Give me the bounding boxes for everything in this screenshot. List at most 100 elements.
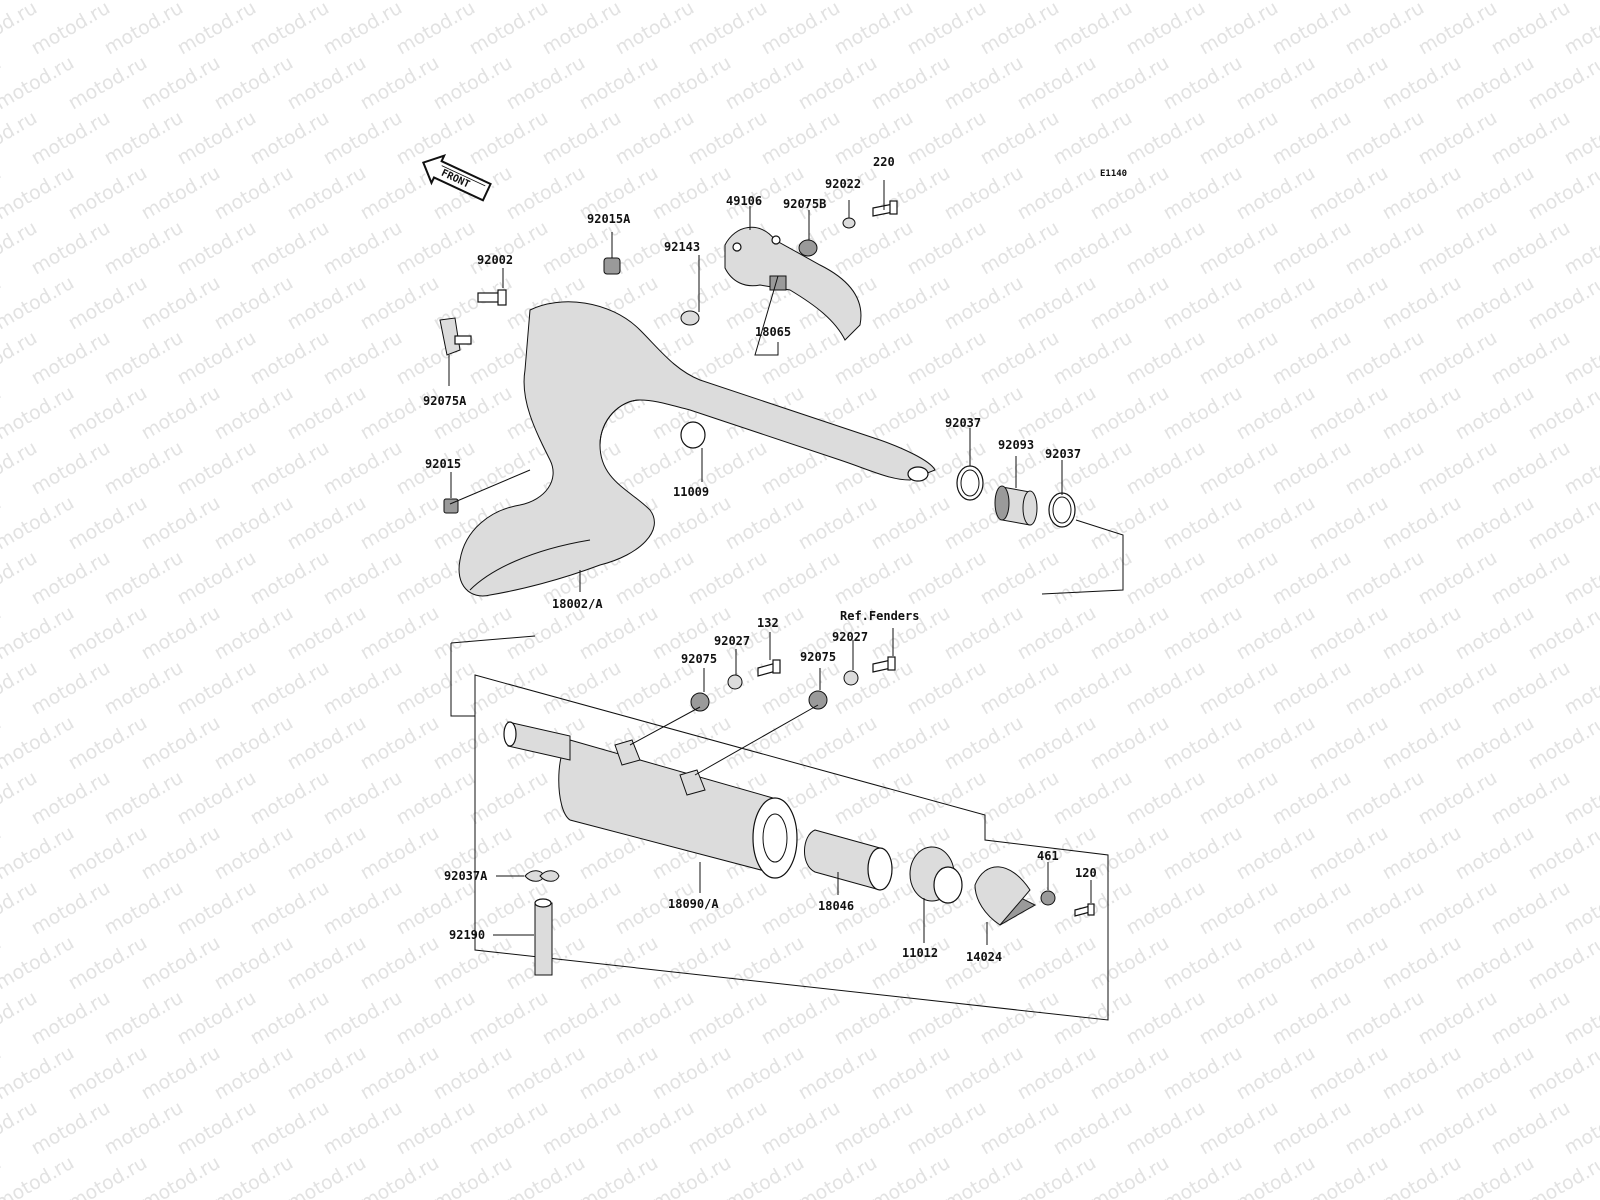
watermark-text: motod.ru: [1196, 1097, 1282, 1160]
watermark-text: motod.ru: [1525, 712, 1600, 775]
watermark-text: motod.ru: [393, 1097, 479, 1160]
washer-92027-right: [843, 670, 859, 686]
watermark-text: motod.ru: [174, 657, 260, 720]
watermark-text: motod.ru: [1525, 382, 1600, 445]
watermark-text: motod.ru: [941, 52, 1027, 115]
heat-guard-part: [724, 226, 862, 341]
watermark-text: motod.ru: [1160, 0, 1246, 4]
watermark-text: motod.ru: [357, 272, 443, 335]
bolt-220: [872, 200, 898, 217]
callout-92190: 92190: [449, 928, 485, 942]
watermark-text: motod.ru: [977, 987, 1063, 1050]
watermark-text: motod.ru: [1415, 437, 1501, 500]
watermark-text: motod.ru: [1379, 1152, 1465, 1200]
watermark-text: motod.ru: [831, 0, 917, 59]
watermark-text: motod.ru: [0, 492, 78, 555]
watermark-text: motod.ru: [977, 327, 1063, 390]
watermark-text: motod.ru: [0, 712, 78, 775]
watermark-text: motod.ru: [0, 272, 78, 335]
watermark-text: motod.ru: [649, 52, 735, 115]
watermark-text: motod.ru: [174, 0, 260, 59]
watermark-text: motod.ru: [101, 107, 187, 170]
watermark-text: motod.ru: [466, 987, 552, 1050]
watermark-text: motod.ru: [1050, 657, 1136, 720]
watermark-text: motod.ru: [284, 602, 370, 665]
callout-92143: 92143: [664, 240, 700, 254]
watermark-text: motod.ru: [1306, 382, 1392, 445]
watermark-text: motod.ru: [1269, 547, 1355, 610]
watermark-text: motod.ru: [247, 0, 333, 59]
watermark-text: motod.ru: [795, 0, 881, 4]
watermark-text: motod.ru: [722, 1042, 808, 1105]
callout-120: 120: [1075, 866, 1097, 880]
watermark-text: motod.ru: [357, 1042, 443, 1105]
watermark-text: motod.ru: [1452, 0, 1538, 4]
watermark-text: motod.ru: [430, 52, 516, 115]
watermark-text: motod.ru: [1269, 107, 1355, 170]
watermark-text: motod.ru: [831, 987, 917, 1050]
watermark-text: motod.ru: [1342, 0, 1428, 59]
watermark-text: motod.ru: [1196, 107, 1282, 170]
clamp-92037-right: [1048, 492, 1076, 528]
watermark-text: motod.ru: [649, 0, 735, 4]
watermark-text: motod.ru: [795, 162, 881, 225]
watermark-text: motod.ru: [1123, 107, 1209, 170]
watermark-text: motod.ru: [1160, 602, 1246, 665]
watermark-text: motod.ru: [1379, 382, 1465, 445]
watermark-text: motod.ru: [320, 107, 406, 170]
watermark-text: motod.ru: [1488, 0, 1574, 59]
watermark-text: motod.ru: [539, 657, 625, 720]
watermark-text: motod.ru: [649, 492, 735, 555]
watermark-text: motod.ru: [357, 1152, 443, 1200]
watermark-text: motod.ru: [977, 217, 1063, 280]
watermark-text: motod.ru: [1087, 602, 1173, 665]
watermark-text: motod.ru: [28, 547, 114, 610]
watermark-text: motod.ru: [1160, 712, 1246, 775]
watermark-text: motod.ru: [1525, 822, 1600, 885]
bolt-120: [1074, 903, 1095, 917]
watermark-text: motod.ru: [28, 217, 114, 280]
watermark-text: motod.ru: [1379, 0, 1465, 4]
watermark-text: motod.ru: [174, 1097, 260, 1160]
watermark-text: motod.ru: [430, 1042, 516, 1105]
watermark-text: motod.ru: [284, 1152, 370, 1200]
watermark-text: motod.ru: [1415, 547, 1501, 610]
callout-92027-right: 92027: [832, 630, 868, 644]
watermark-text: motod.ru: [284, 52, 370, 115]
watermark-text: motod.ru: [941, 712, 1027, 775]
watermark-text: motod.ru: [1087, 822, 1173, 885]
watermark-text: motod.ru: [284, 382, 370, 445]
watermark-text: motod.ru: [612, 987, 698, 1050]
callout-11012: 11012: [902, 946, 938, 960]
clamp-92037-left: [956, 465, 984, 501]
watermark-text: motod.ru: [1452, 162, 1538, 225]
watermark-text: motod.ru: [247, 657, 333, 720]
callout-labels: 220 92022 92075B 49106 92015A 92002 9214…: [423, 155, 1097, 964]
watermark-text: motod.ru: [1452, 822, 1538, 885]
watermark-text: motod.ru: [1379, 932, 1465, 995]
watermark-text: motod.ru: [1014, 162, 1100, 225]
watermark-text: motod.ru: [1050, 0, 1136, 59]
watermark-text: motod.ru: [941, 382, 1027, 445]
watermark-text: motod.ru: [1014, 382, 1100, 445]
watermark-text: motod.ru: [1415, 657, 1501, 720]
watermark-text: motod.ru: [503, 1152, 589, 1200]
watermark-text: motod.ru: [284, 822, 370, 885]
watermark-text: motod.ru: [1452, 712, 1538, 775]
watermark-text: motod.ru: [393, 987, 479, 1050]
watermark-text: motod.ru: [1525, 1042, 1600, 1105]
watermark-text: motod.ru: [284, 0, 370, 4]
callout-92093: 92093: [998, 438, 1034, 452]
watermark-text: motod.ru: [65, 1042, 151, 1105]
watermark-text: motod.ru: [101, 547, 187, 610]
watermark-text: motod.ru: [539, 987, 625, 1050]
watermark-text: motod.ru: [576, 0, 662, 4]
watermark-text: motod.ru: [722, 492, 808, 555]
watermark-text: motod.ru: [758, 107, 844, 170]
callout-132: 132: [757, 616, 779, 630]
watermark-text: motod.ru: [1233, 602, 1319, 665]
watermark-text: motod.ru: [320, 987, 406, 1050]
watermark-text: motod.ru: [247, 217, 333, 280]
watermark-text: motod.ru: [758, 1097, 844, 1160]
watermark-text: motod.ru: [1196, 437, 1282, 500]
